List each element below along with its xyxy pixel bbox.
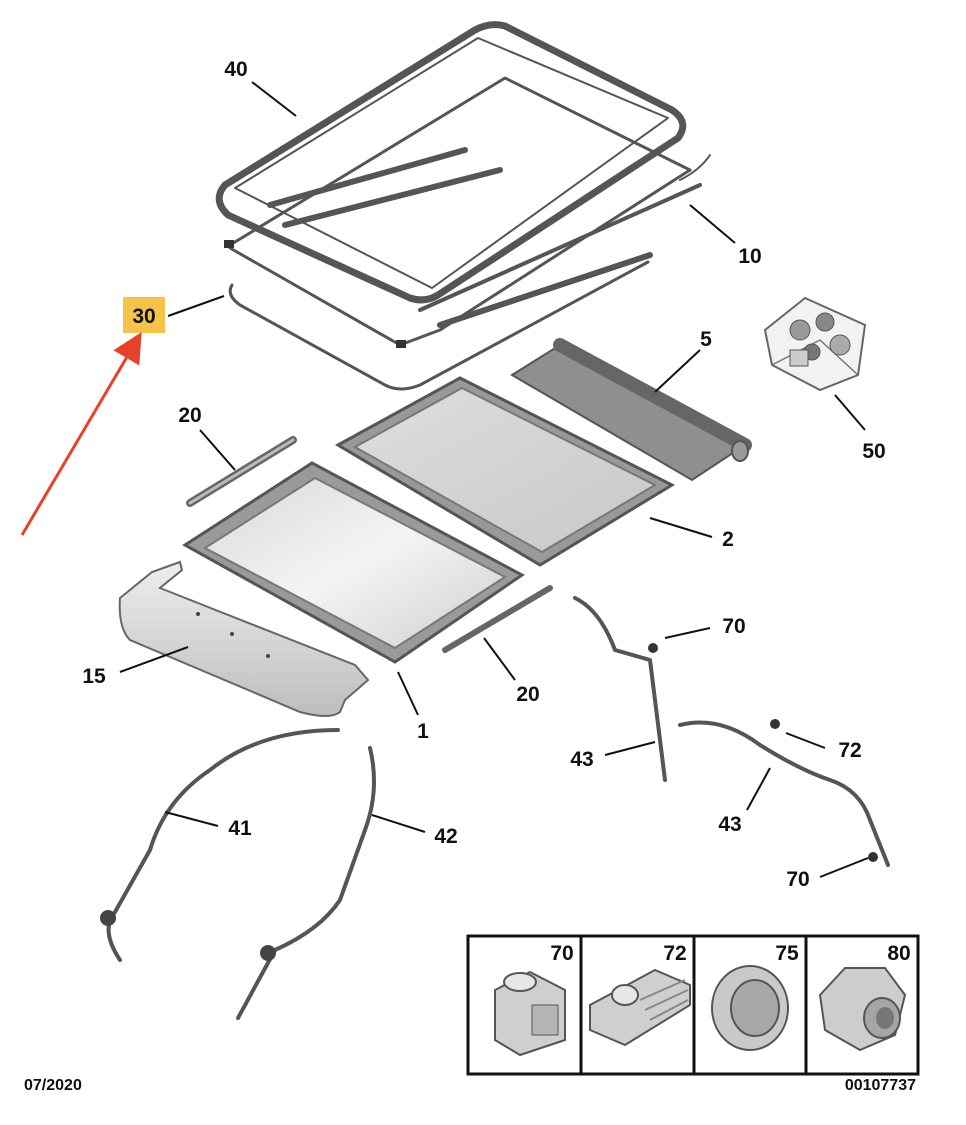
highlight-arrow: [20, 332, 142, 536]
clip-70-icon: [494, 970, 566, 1057]
part-2-rear-glass: [334, 376, 676, 567]
callout-43-left: 43: [570, 748, 593, 771]
legend-panel-70-number: 70: [550, 942, 573, 965]
part-10-frame-rails: [224, 76, 711, 348]
callout-20-lower: 20: [516, 683, 539, 706]
callout-5: 5: [700, 328, 712, 351]
part-20-lower-strip: [442, 585, 553, 653]
part-20-upper-strip: [186, 436, 297, 507]
part-50-clip-kit: [763, 296, 867, 392]
part-41-42-drain-hoses: [100, 728, 376, 1020]
part-5-roller-blind: [510, 338, 752, 482]
legend-panels: 70 72 75 80: [466, 934, 920, 1076]
callout-1: 1: [417, 720, 429, 743]
callout-43-right: 43: [718, 813, 741, 836]
highlight-30: [20, 297, 165, 536]
footer-date: 07/2020: [24, 1077, 82, 1094]
part-1-front-glass: [182, 461, 525, 664]
callout-2: 2: [722, 528, 734, 551]
footer-reference: 00107737: [845, 1077, 916, 1094]
highlight-30-box: [123, 297, 165, 333]
legend-panel-75-number: 75: [775, 942, 799, 965]
callout-72: 72: [838, 739, 861, 762]
callout-50: 50: [862, 440, 885, 463]
callout-30: 30: [132, 305, 155, 328]
callout-70-lower: 70: [786, 868, 809, 891]
callout-labels: 40 10 30 5 50 20 2 15 1 20 70 43 72 43 4…: [82, 58, 885, 891]
legend-panel-72-number: 72: [663, 942, 686, 965]
part-40-seal: [215, 21, 687, 304]
callout-20-upper: 20: [178, 404, 201, 427]
callout-70-upper: 70: [722, 615, 745, 638]
callout-41: 41: [228, 817, 252, 840]
nut-80-icon: [818, 967, 907, 1052]
part-30-lower-seal: [228, 260, 650, 391]
clip-72-icon: [589, 968, 691, 1047]
callout-10: 10: [738, 245, 761, 268]
callout-42: 42: [434, 825, 457, 848]
callout-15: 15: [82, 665, 106, 688]
leader-lines: [119, 81, 869, 878]
grommet-75-icon: [711, 965, 789, 1051]
part-15-deflector: [118, 560, 370, 717]
legend-panel-80-number: 80: [887, 942, 910, 965]
callout-40: 40: [224, 58, 247, 81]
part-43-drain-hoses: [573, 596, 890, 867]
